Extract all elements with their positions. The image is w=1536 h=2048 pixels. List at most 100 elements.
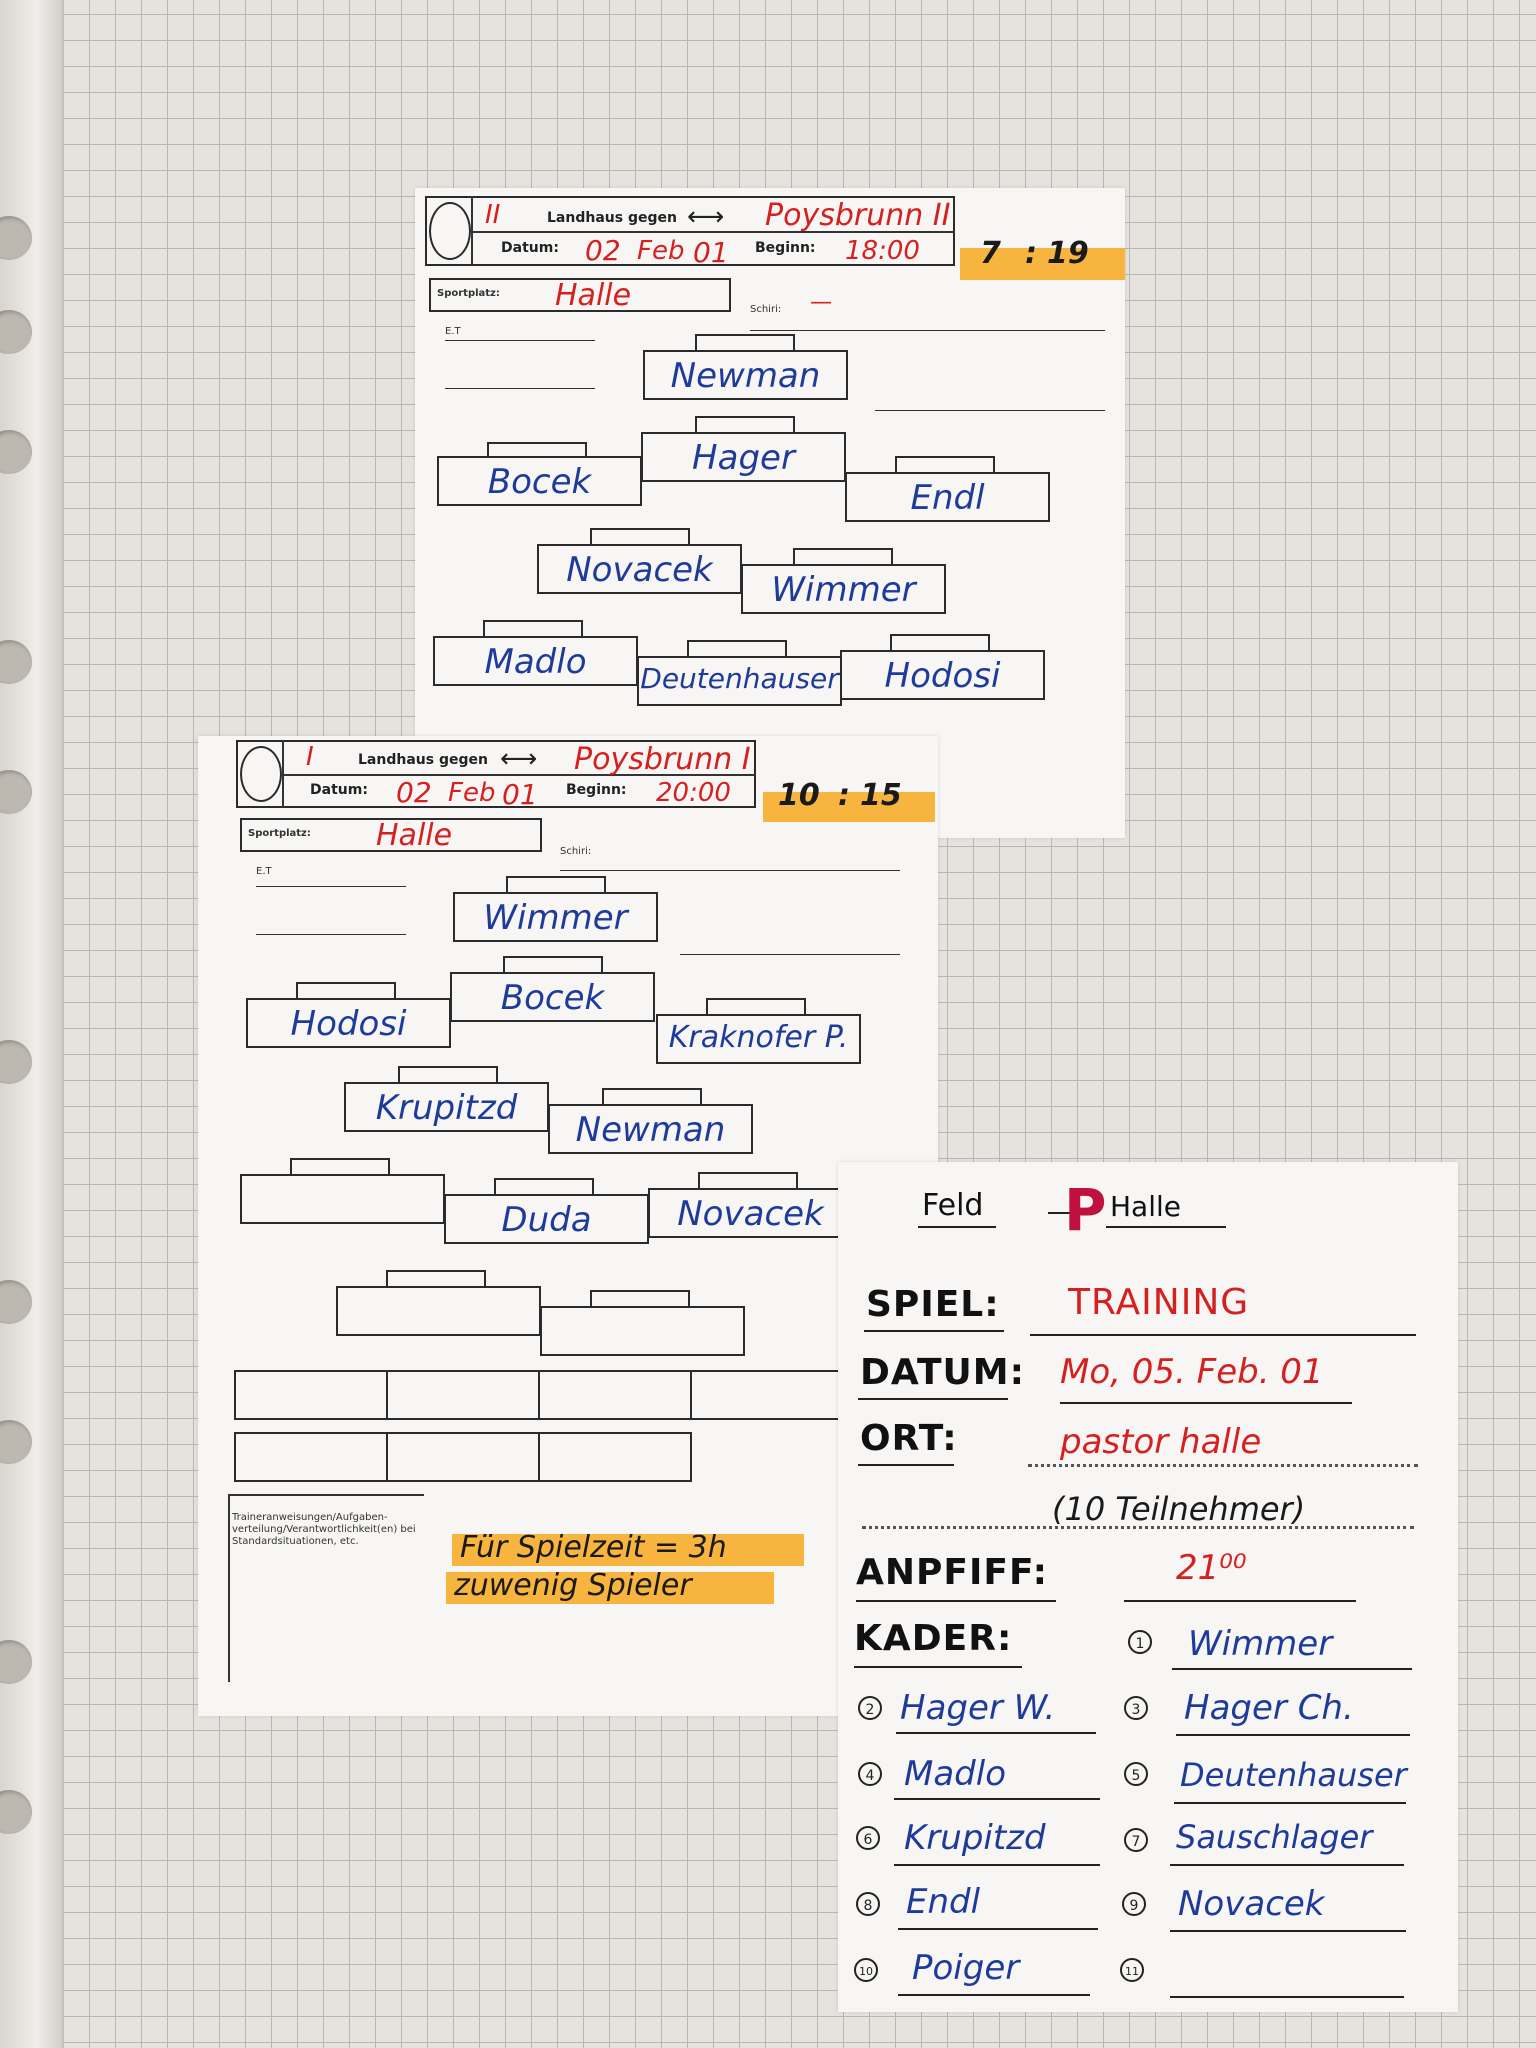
player-name: Hager: [692, 438, 795, 478]
sportplatz-label: Sportplatz:: [248, 828, 311, 839]
player-name: Duda: [501, 1200, 592, 1240]
sub-box: [690, 1370, 844, 1420]
sportplatz-box: [240, 818, 542, 852]
position-box: Deutenhauser: [637, 656, 842, 706]
position-box: Hodosi: [246, 998, 451, 1048]
beginn-label: Beginn:: [755, 240, 816, 256]
sub-box: [538, 1370, 692, 1420]
position-box: Hodosi: [840, 650, 1045, 700]
sportplatz-box: [429, 278, 731, 312]
punch-hole: [0, 640, 32, 684]
vs-arrow-icon: ⟷: [687, 202, 725, 232]
position-box: Hager: [641, 432, 846, 482]
player-name: Hodosi: [884, 656, 1001, 696]
datum-label: Datum:: [310, 782, 368, 798]
kader-player: Hager Ch.: [1184, 1688, 1354, 1728]
player-name: Kraknofer P.: [668, 1020, 849, 1055]
anpfiff-label: ANPFIFF:: [856, 1552, 1048, 1593]
kader-number: 8: [856, 1892, 880, 1916]
position-box: Bocek: [437, 456, 642, 506]
landhaus-label: Landhaus gegen: [547, 210, 677, 226]
spiel-label: SPIEL:: [866, 1284, 1000, 1325]
sub-box: [386, 1370, 540, 1420]
kickoff-time: 20:00: [656, 778, 731, 808]
sub-box: [538, 1432, 692, 1482]
ort-value: pastor halle: [1060, 1422, 1262, 1462]
kader-player: Madlo: [904, 1754, 1006, 1794]
training-card: Feld P Halle SPIEL: TRAINING DATUM: Mo, …: [838, 1162, 1458, 2012]
player-name: Bocek: [500, 978, 605, 1018]
date-day: 02: [396, 776, 432, 809]
player-name: Bocek: [487, 462, 592, 502]
score-home: 7: [980, 236, 1001, 271]
note-highlight: [452, 1534, 804, 1566]
landhaus-label: Landhaus gegen: [358, 752, 488, 768]
note-line-2: zuwenig Spieler: [454, 1568, 692, 1603]
date-year: 01: [502, 778, 538, 811]
kader-number: 2: [858, 1696, 882, 1720]
position-box: Wimmer: [453, 892, 658, 942]
kader-number: 5: [1124, 1762, 1148, 1786]
kader-player: Sauschlager: [1176, 1818, 1373, 1856]
date-month: Feb: [448, 778, 496, 808]
date-year: 01: [693, 236, 729, 269]
et-label: E.T: [445, 326, 461, 337]
sportplatz-label: Sportplatz:: [437, 288, 500, 299]
sportplatz-value: Halle: [376, 818, 453, 853]
position-box: [540, 1306, 745, 1356]
kader-player: Poiger: [912, 1948, 1020, 1988]
et-label: E.T: [256, 866, 272, 877]
kader-player: Hager W.: [900, 1688, 1056, 1728]
punch-hole: [0, 216, 32, 260]
punch-hole: [0, 1280, 32, 1324]
kader-label: KADER:: [854, 1618, 1013, 1659]
player-name: Endl: [910, 478, 985, 518]
player-name: Deutenhauser: [640, 662, 839, 695]
kader-number: 9: [1122, 1892, 1146, 1916]
schiri-label: Schiri:: [750, 304, 782, 315]
score-away: 19: [1047, 236, 1089, 271]
date-month: Feb: [637, 236, 685, 266]
punch-hole: [0, 1420, 32, 1464]
position-box: Krupitzd: [344, 1082, 549, 1132]
position-box: Endl: [845, 472, 1050, 522]
player-name: Madlo: [484, 642, 587, 682]
participants-note: (10 Teilnehmer): [1052, 1490, 1306, 1528]
position-box: Novacek: [648, 1188, 853, 1238]
kader-number: 3: [1124, 1696, 1148, 1720]
score-away: 15: [860, 778, 902, 813]
position-box: Duda: [444, 1194, 649, 1244]
kader-player: Deutenhauser: [1180, 1756, 1407, 1794]
selected-checkmark: P: [1064, 1176, 1107, 1244]
kader-player: Wimmer: [1188, 1624, 1333, 1664]
kader-number: 11: [1120, 1958, 1144, 1982]
player-name: Wimmer: [771, 570, 916, 610]
kader-number: 4: [858, 1762, 882, 1786]
score-highlight: [763, 792, 935, 822]
kader-player: Endl: [906, 1882, 981, 1922]
position-box: Madlo: [433, 636, 638, 686]
anpfiff-value: 21⁰⁰: [1176, 1548, 1247, 1588]
schiri-label: Schiri:: [560, 846, 592, 857]
kader-number: 10: [854, 1958, 878, 1982]
trainer-instructions-label: Traineranweisungen/Aufgaben-verteilung/V…: [232, 1512, 416, 1547]
position-box: Newman: [548, 1104, 753, 1154]
sub-box: [234, 1370, 388, 1420]
opponent-name: Poysbrunn I: [574, 742, 751, 777]
sub-box: [386, 1432, 540, 1482]
team-number: II: [485, 200, 501, 230]
sub-box: [234, 1432, 388, 1482]
player-name: Wimmer: [483, 898, 628, 938]
team-number: I: [306, 742, 314, 772]
datum-value: Mo, 05. Feb. 01: [1060, 1352, 1324, 1392]
datum-label: Datum:: [501, 240, 559, 256]
position-box: [240, 1174, 445, 1224]
position-box: Novacek: [537, 544, 742, 594]
position-box: Kraknofer P.: [656, 1014, 861, 1064]
note-highlight: [446, 1572, 774, 1604]
player-name: Newman: [670, 356, 821, 396]
score-highlight: [960, 248, 1125, 280]
lineup-card-team-1: I Landhaus gegen ⟷ Poysbrunn I Datum: 02…: [198, 736, 938, 1716]
punch-hole: [0, 770, 32, 814]
halle-label: Halle: [1110, 1190, 1181, 1223]
